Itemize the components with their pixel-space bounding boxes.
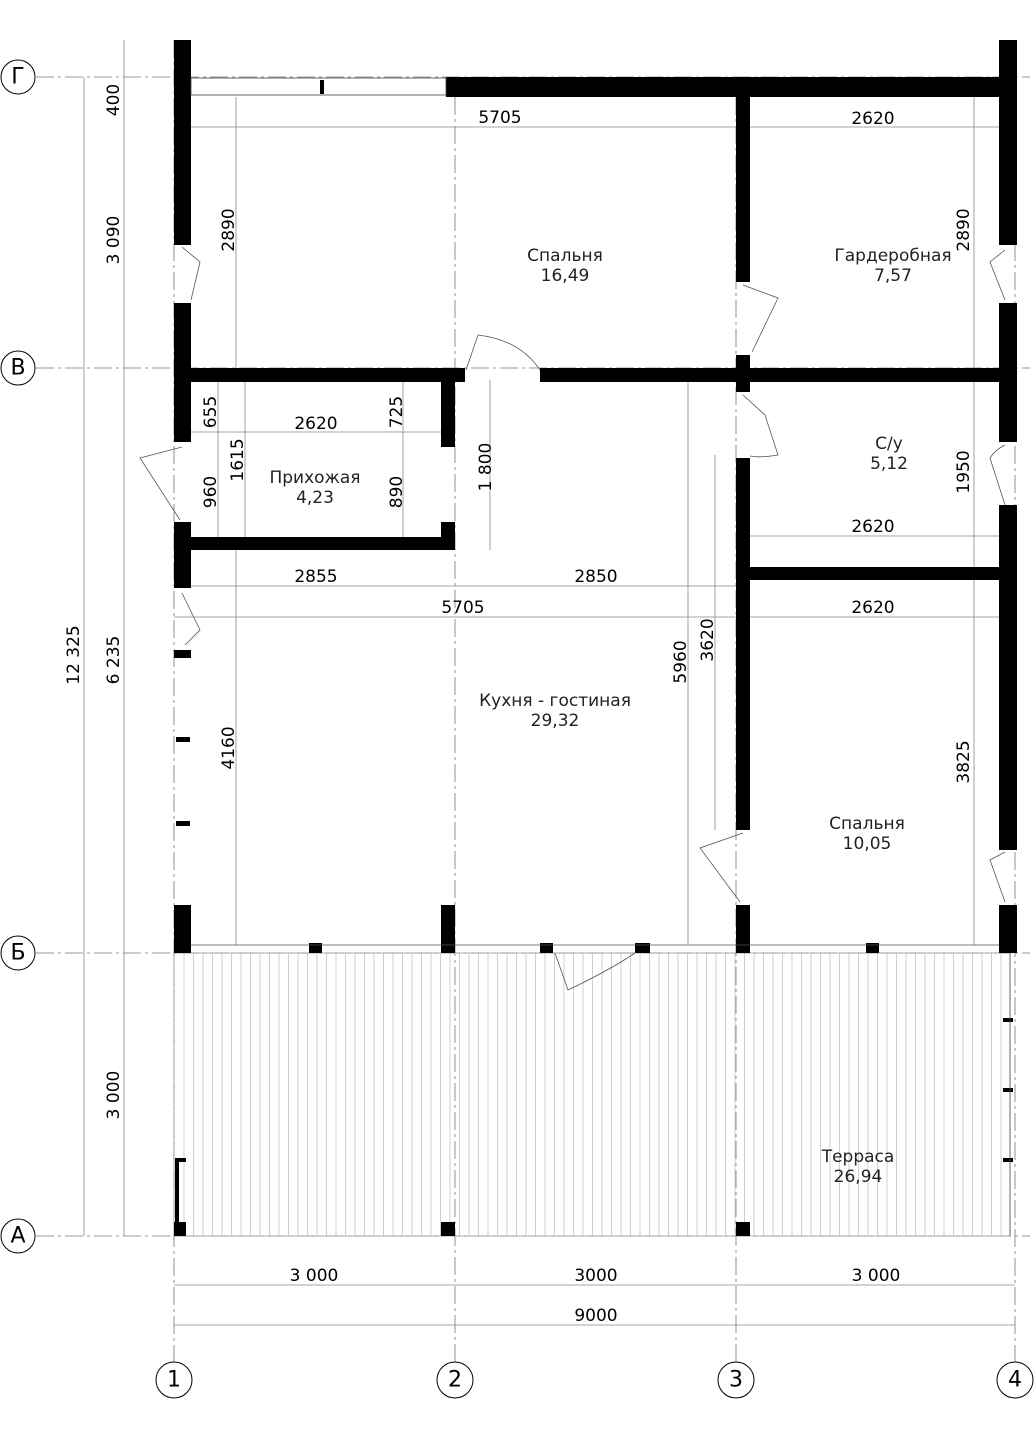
dimension-label: 6 235 xyxy=(104,636,124,685)
dimension-label: 3000 xyxy=(574,1266,617,1286)
room-area: 10,05 xyxy=(843,834,892,854)
dimension-label: 3 000 xyxy=(290,1266,339,1286)
dimension-label: 5705 xyxy=(441,598,484,618)
axis-label-row: В xyxy=(10,356,25,381)
axis-markers: Г В Б А 1 2 3 4 xyxy=(0,59,1034,1399)
dimension-label: 3 000 xyxy=(852,1266,901,1286)
terrace-decking xyxy=(183,953,1002,1236)
dimension-label: 960 xyxy=(201,476,221,508)
dimension-label: 400 xyxy=(104,84,124,116)
dimension-labels: 5705 2620 2890 2890 400 3 090 655 2620 7… xyxy=(64,84,974,1326)
axis-label-row: Б xyxy=(10,941,25,966)
dimension-label: 2850 xyxy=(574,567,617,587)
room-area: 7,57 xyxy=(874,266,912,286)
dimension-label: 725 xyxy=(387,396,407,428)
room-area: 5,12 xyxy=(870,454,908,474)
axis-label-col: 3 xyxy=(729,1368,743,1393)
doors xyxy=(139,246,1006,991)
terrace-outline xyxy=(173,952,1011,1237)
axis-label-row: А xyxy=(10,1224,25,1249)
room-area: 26,94 xyxy=(834,1167,883,1187)
dimension-label: 3620 xyxy=(698,618,718,661)
dimension-label: 1950 xyxy=(954,450,974,493)
axis-label-row: Г xyxy=(11,65,24,90)
room-labels: Спальня 16,49 Гардеробная 7,57 Прихожая … xyxy=(269,246,951,1187)
room-name: Терраса xyxy=(821,1147,895,1167)
room-name: Кухня - гостиная xyxy=(479,691,631,711)
room-name: Прихожая xyxy=(269,468,360,488)
dimension-label: 2620 xyxy=(851,109,894,129)
dimension-label: 2855 xyxy=(294,567,337,587)
dimension-label: 3 000 xyxy=(104,1071,124,1120)
dimension-label: 9000 xyxy=(574,1306,617,1326)
axis-label-col: 1 xyxy=(167,1368,181,1393)
dimension-lines xyxy=(83,40,1015,1326)
dimension-label: 655 xyxy=(201,396,221,428)
room-name: С/у xyxy=(875,434,903,454)
dimension-label: 1615 xyxy=(228,438,248,481)
dimension-label: 4160 xyxy=(219,726,239,769)
axis-label-col: 4 xyxy=(1008,1368,1022,1393)
dimension-label: 3 090 xyxy=(104,216,124,265)
dimension-label: 2620 xyxy=(851,598,894,618)
room-area: 29,32 xyxy=(531,711,580,731)
dimension-label: 2620 xyxy=(294,414,337,434)
room-area: 4,23 xyxy=(296,488,334,508)
room-area: 16,49 xyxy=(541,266,590,286)
dimension-label: 5960 xyxy=(671,640,691,683)
dimension-label: 12 325 xyxy=(64,625,84,684)
dimension-label: 2890 xyxy=(954,208,974,251)
dimension-label: 2620 xyxy=(851,517,894,537)
room-name: Спальня xyxy=(829,814,905,834)
walls xyxy=(174,40,1017,1236)
room-name: Спальня xyxy=(527,246,603,266)
dimension-label: 2890 xyxy=(219,208,239,251)
room-name: Гардеробная xyxy=(834,246,951,266)
dimension-label: 1 800 xyxy=(476,443,496,492)
dimension-label: 3825 xyxy=(954,740,974,783)
dimension-label: 5705 xyxy=(478,108,521,128)
axis-label-col: 2 xyxy=(448,1368,462,1393)
dimension-label: 890 xyxy=(387,476,407,508)
